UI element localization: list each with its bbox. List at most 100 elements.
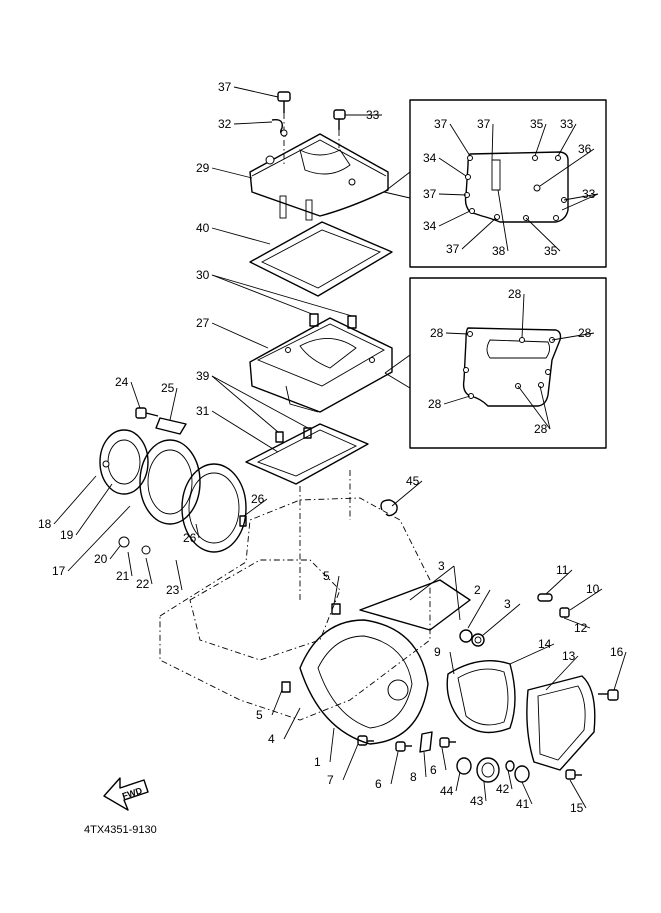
clamp-8-icon xyxy=(419,731,433,753)
callout-c33a: 33 xyxy=(366,108,380,122)
callout-c32: 32 xyxy=(218,117,232,131)
callout-c9: 9 xyxy=(434,645,441,659)
leader-c24 xyxy=(130,381,141,409)
callout-c1: 1 xyxy=(314,755,321,769)
callout-c7: 7 xyxy=(327,773,334,787)
leader-j28a xyxy=(521,293,525,339)
oil-pan-27 xyxy=(249,317,393,413)
leader-c5b xyxy=(271,689,283,716)
bolt-6b-icon xyxy=(439,737,456,748)
callout-c39: 39 xyxy=(196,369,210,383)
callout-c10: 10 xyxy=(586,582,600,596)
leader-c26b xyxy=(195,523,200,539)
leader-c17 xyxy=(67,505,131,572)
leader-c9 xyxy=(449,651,455,675)
leader-c26a xyxy=(243,498,268,517)
leader-c16 xyxy=(613,651,627,691)
callout-c6b: 6 xyxy=(430,763,437,777)
crankcase-outline xyxy=(159,470,431,721)
bolt-15-icon xyxy=(565,769,582,780)
bolt-37-icon xyxy=(277,91,291,165)
leader-c44 xyxy=(455,771,461,792)
bolt-6a-icon xyxy=(395,741,412,752)
callout-c45: 45 xyxy=(406,474,420,488)
leader-c6b xyxy=(441,747,447,771)
leader-i33b xyxy=(563,193,599,201)
callout-c5b: 5 xyxy=(256,708,263,722)
pin-11-icon xyxy=(537,593,553,602)
leader-c29 xyxy=(211,167,253,179)
leader-extra-c39 xyxy=(211,375,309,429)
callout-c13: 13 xyxy=(562,649,576,663)
callout-i33a: 33 xyxy=(560,117,574,131)
leader-i35a xyxy=(534,123,547,157)
leader-i34b xyxy=(438,210,471,227)
callout-i34a: 34 xyxy=(423,151,437,165)
callout-c41: 41 xyxy=(516,797,530,811)
callout-c42: 42 xyxy=(496,782,510,796)
leader-c6a xyxy=(390,751,399,785)
o-ring-44-icon xyxy=(456,757,472,775)
leader-i37a xyxy=(449,123,471,157)
leader-c18 xyxy=(53,475,97,525)
leader-i38 xyxy=(497,189,509,252)
leader-i37c xyxy=(438,193,467,196)
callout-j28d: 28 xyxy=(428,397,442,411)
callout-c26b: 26 xyxy=(183,531,197,545)
callout-j28e: 28 xyxy=(534,422,548,436)
callout-j28a: 28 xyxy=(508,287,522,301)
callout-c5a: 5 xyxy=(323,569,330,583)
leader-j28c xyxy=(551,332,595,341)
leader-c14 xyxy=(509,643,555,665)
clutch-cover-13 xyxy=(526,675,596,771)
crankcase-cover-9 xyxy=(446,659,516,734)
plug-41-icon xyxy=(514,765,530,783)
part-code: 4TX4351-9130 xyxy=(84,824,157,836)
leader-c3b xyxy=(481,603,521,637)
callout-c23: 23 xyxy=(166,583,180,597)
leader-c23 xyxy=(175,559,183,591)
callout-c2: 2 xyxy=(474,583,481,597)
callout-i34b: 34 xyxy=(423,219,437,233)
callout-i33b: 33 xyxy=(582,187,596,201)
callout-i36: 36 xyxy=(578,142,592,156)
callout-c20: 20 xyxy=(94,552,108,566)
callout-c11: 11 xyxy=(556,563,569,577)
leader-c13 xyxy=(545,655,579,691)
leader-i34a xyxy=(438,157,467,177)
callout-c24: 24 xyxy=(115,375,129,389)
leader-i33a xyxy=(557,123,577,157)
leader-c12 xyxy=(563,617,591,629)
callout-c19: 19 xyxy=(60,528,74,542)
leader-extra-j28e xyxy=(517,385,551,430)
left-cover-assembly xyxy=(99,429,247,555)
leader-c22 xyxy=(145,557,153,585)
callout-c8: 8 xyxy=(410,770,417,784)
bolt-24-icon xyxy=(135,407,159,419)
callout-c17: 17 xyxy=(52,564,66,578)
leader-i37d xyxy=(461,217,497,250)
leader-c20 xyxy=(109,545,121,560)
leader-c42 xyxy=(507,769,513,790)
callout-c44: 44 xyxy=(440,784,454,798)
clip-45-icon xyxy=(380,499,398,517)
callout-c25: 25 xyxy=(161,381,175,395)
callout-c4: 4 xyxy=(268,732,275,746)
callout-c16: 16 xyxy=(610,645,624,659)
callout-i37b: 37 xyxy=(477,117,491,131)
leader-c21 xyxy=(127,551,133,577)
callout-i35b: 35 xyxy=(544,244,558,258)
callout-c26a: 26 xyxy=(251,492,265,506)
leader-c3a xyxy=(409,565,455,601)
leader-c39 xyxy=(211,375,279,433)
oil-pan-cover xyxy=(249,133,389,221)
callout-i35a: 35 xyxy=(530,117,544,131)
callout-c37a: 37 xyxy=(218,80,232,94)
washer-3-icon xyxy=(471,633,485,647)
callout-c27: 27 xyxy=(196,316,210,330)
fwd-label: FWD xyxy=(121,785,144,801)
callout-c22: 22 xyxy=(136,577,150,591)
callout-j28c: 28 xyxy=(578,326,592,340)
leader-i36 xyxy=(539,148,595,187)
